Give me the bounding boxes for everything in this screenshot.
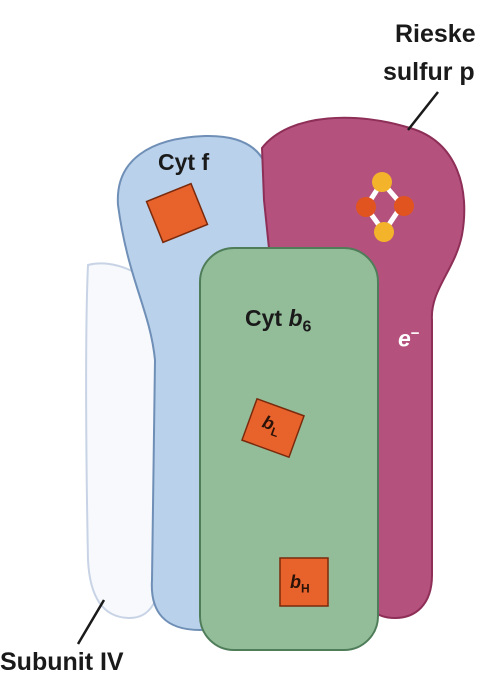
electron-symbol: e bbox=[398, 326, 411, 352]
rieske-label-line2: sulfur p bbox=[383, 60, 475, 85]
rieske-label-line1: Rieske bbox=[395, 22, 476, 47]
electron-charge: − bbox=[411, 325, 420, 342]
cyt-b6-sub: 6 bbox=[303, 319, 312, 336]
cyt-b6-label: Cyt b6 bbox=[245, 307, 311, 336]
subunit-iv-label: Subunit IV bbox=[0, 650, 124, 675]
heme-bh-b: b bbox=[290, 572, 301, 592]
cyt-b6-b: b bbox=[288, 305, 302, 331]
cyt-b6-prefix: Cyt bbox=[245, 305, 288, 331]
electron-label: e− bbox=[398, 326, 420, 351]
subunit-iv-leader-line bbox=[78, 600, 104, 644]
rieske-leader-line bbox=[408, 92, 438, 130]
heme-bh-label: bH bbox=[290, 572, 310, 596]
cyt-f-label: Cyt f bbox=[158, 151, 209, 174]
heme-bh-sub: H bbox=[301, 582, 310, 596]
